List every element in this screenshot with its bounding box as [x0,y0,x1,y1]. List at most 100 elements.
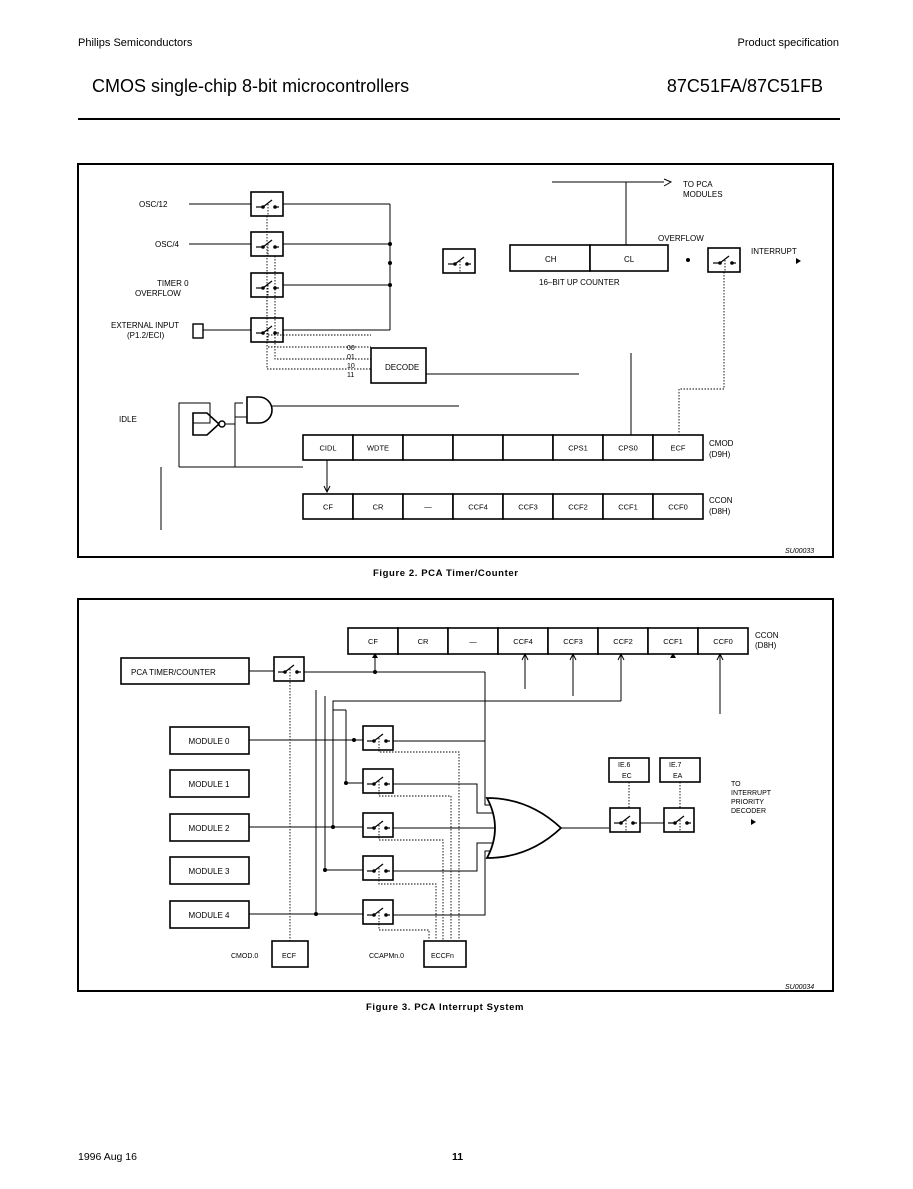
ccon-cell [302,493,354,520]
switch-module-1 [362,768,394,794]
counter-label: 16–BIT UP COUNTER [539,278,620,287]
cmod-cell [352,434,404,461]
or-gate [485,797,563,859]
ccon-fig3-bit-label: CCF4 [513,637,533,646]
inverter-gate [192,412,221,436]
ccon-fig3-bit-label: — [469,637,477,646]
cmod-cell [652,434,704,461]
company-name: Philips Semiconductors [78,37,193,49]
module-3-label: MODULE 3 [189,867,230,876]
input-timer0-line1: TIMER 0 [157,279,189,288]
ie6-line1: IE.6 [618,762,631,769]
ccon-register: CF CR — CCF4 CCF3 CCF2 CCF1 CCF0 [302,493,704,520]
cl-label: CL [624,255,635,264]
pca-timer-counter-block [120,657,250,685]
ccon-name-fig3: CCON [755,631,779,640]
figure-3-code: SU00034 [785,984,814,991]
cmod-cell [602,434,654,461]
figure-3-caption: Figure 3. PCA Interrupt System [366,1002,525,1013]
cmod-cell [302,434,354,461]
switch-module-2 [362,812,394,838]
ccon-bit-label: CCF2 [568,503,588,512]
switch-ec [609,807,641,833]
document-type: Product specification [737,37,840,49]
ccon-cell [552,493,604,520]
ecf-box [271,940,309,968]
header-rule [78,118,840,120]
to-pca-line2: MODULES [683,190,723,199]
ccon-bit-label: CCF3 [518,503,538,512]
module-1-label: MODULE 1 [189,780,230,789]
interrupt-label: INTERRUPT [751,247,797,256]
cmod0-label: CMOD.0 [231,953,258,960]
page-number: 11 [452,1151,464,1163]
switch-osc12 [250,191,284,217]
ccapmn0-label: CCAPMn.0 [369,953,404,960]
ecf-label: ECF [282,953,296,960]
ccon-bit-label: — [424,503,432,512]
module-1-block [169,769,250,798]
eccfn-box [423,940,467,968]
cmod-cell [402,434,454,461]
to-int-line3: PRIORITY [731,799,764,806]
counter-high-byte [509,244,591,272]
ccon-fig3-bit-label: CF [368,637,378,646]
counter-run-switch [442,248,476,274]
external-input-pin [192,323,204,339]
ccon-fig3-bit-label: CCF1 [663,637,683,646]
cmod-bit-label: CPS1 [568,444,588,453]
part-number: 87C51FA/87C51FB [666,76,823,96]
mux-code-01: 01 [347,354,355,361]
ccon-fig3-bit-label: CCF3 [563,637,583,646]
counter-low-byte [589,244,669,272]
ccon-cell [502,493,554,520]
ccon-bit-label: CCF1 [618,503,638,512]
switch-ecf [273,656,305,682]
ccon-bit-label: CCF4 [468,503,488,512]
switch-module-3 [362,855,394,881]
to-pca-line1: TO PCA [683,180,713,189]
ch-label: CH [545,255,557,264]
switch-module-4 [362,899,394,925]
module-2-block [169,813,250,842]
ccon-bit-label: CR [373,503,384,512]
input-timer0-line2: OVERFLOW [135,289,181,298]
figure-2-pca-timer-counter: OSC/12 OSC/4 TIMER 0 OVERFLOW EXTERNAL I… [77,163,834,558]
idle-label: IDLE [119,415,137,424]
pca-timer-counter-label: PCA TIMER/COUNTER [131,668,216,677]
ccon-cell [402,493,454,520]
ccon-bit-label: CCF0 [668,503,688,512]
module-3-block [169,856,250,885]
ccon-fig3-cell [547,627,599,655]
input-external-line2: (P1.2/ECI) [127,331,165,340]
cmod-cell [452,434,504,461]
ccon-fig3-bit-label: CCF2 [613,637,633,646]
cmod-bit-label: ECF [671,444,686,453]
ccon-address-fig3: (D8H) [755,641,777,650]
module-0-block [169,726,250,755]
ccon-bit-label: CF [323,503,333,512]
ccon-fig3-cell [497,627,549,655]
input-external-line1: EXTERNAL INPUT [111,321,179,330]
cmod-bit-label: WDTE [367,444,389,453]
ie7-line1: IE.7 [669,762,682,769]
eccfn-label: ECCFn [431,953,454,960]
ccon-cell [652,493,704,520]
ccon-fig3-bit-label: CCF0 [713,637,733,646]
decode-block [370,347,427,384]
mux-code-11: 11 [347,372,354,379]
ie7-ea-box [659,757,701,783]
ccon-address: (D8H) [709,507,731,516]
mux-code-00: 00 [347,345,355,352]
cmod-bit-label: CPS0 [618,444,638,453]
figure-2-caption: Figure 2. PCA Timer/Counter [373,568,519,579]
footer-date: 1996 Aug 16 [78,1151,137,1163]
input-osc4: OSC/4 [155,240,180,249]
figure-2-code: SU00033 [785,548,814,555]
cmod-name: CMOD [709,439,734,448]
module-2-label: MODULE 2 [189,824,230,833]
mux-code-10: 10 [347,363,355,370]
cmod-bit-label: CIDL [319,444,336,453]
